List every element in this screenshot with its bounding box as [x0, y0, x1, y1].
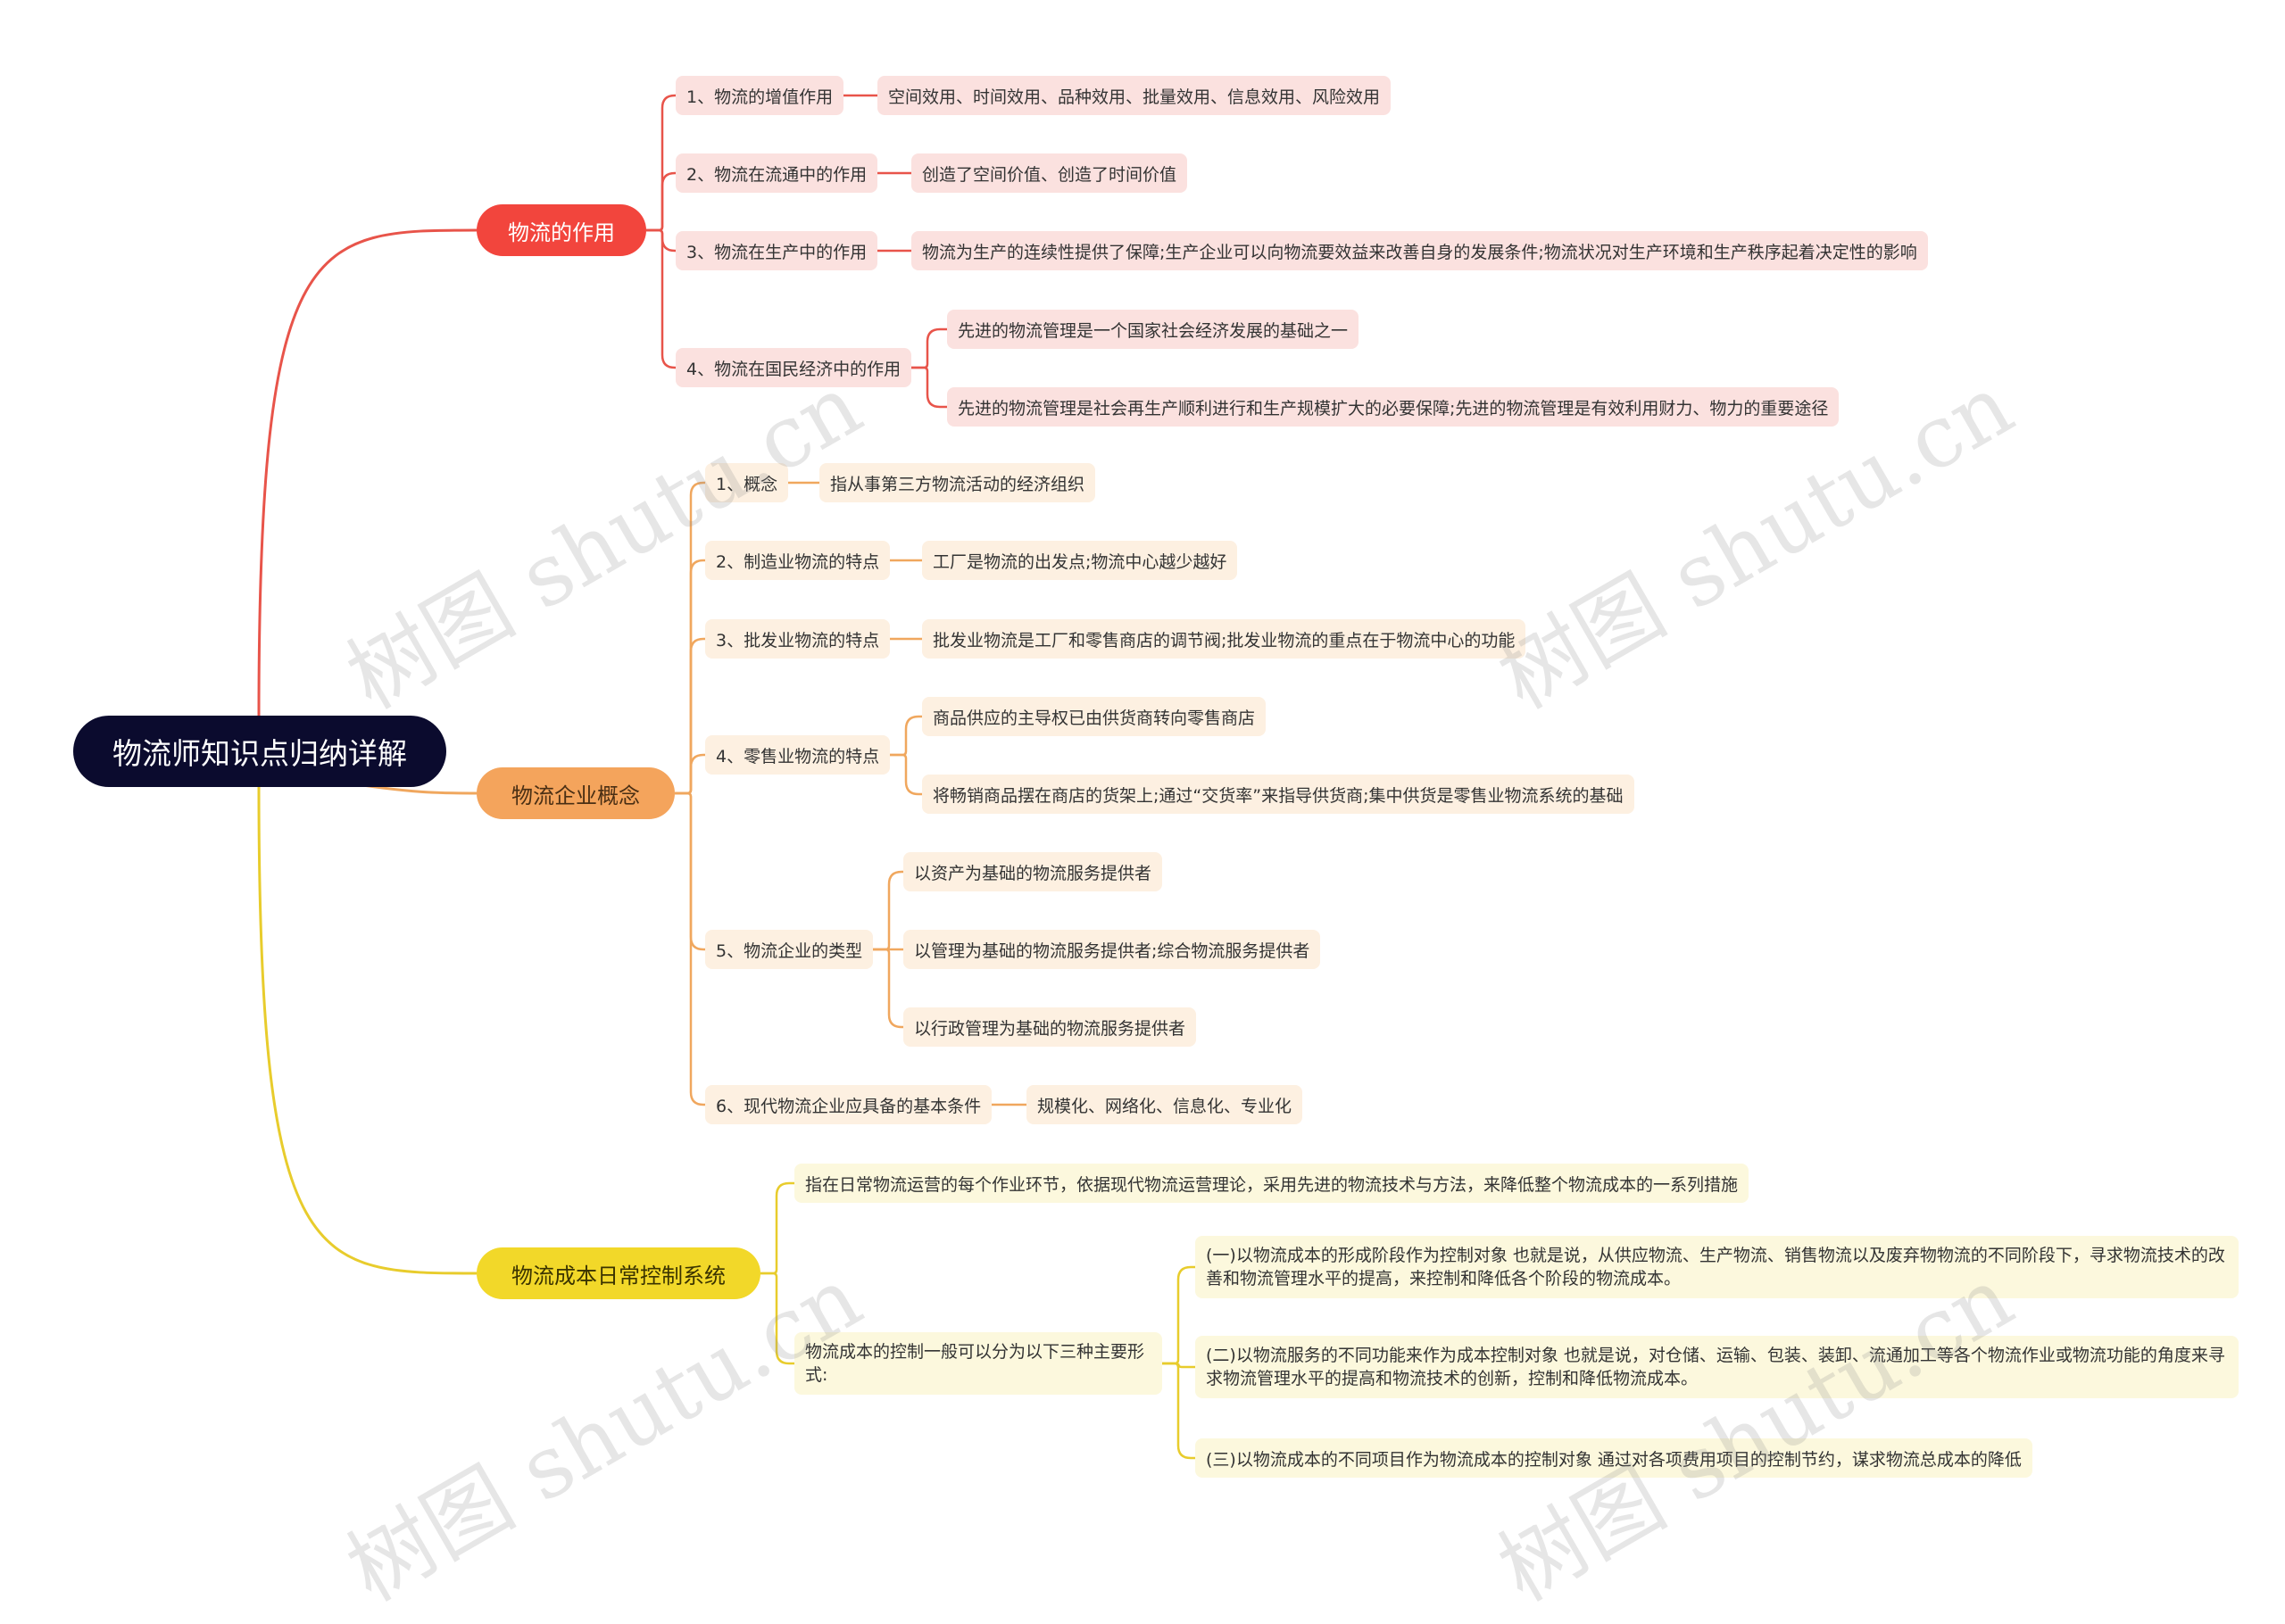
connector-line	[760, 1272, 794, 1365]
connector-line	[890, 753, 922, 796]
leaf-retail-supply[interactable]: 商品供应的主导权已由供货商转向零售商店	[922, 697, 1267, 736]
connector-line	[1162, 1362, 1195, 1460]
leaf-wholesale-feature[interactable]: 批发业物流是工厂和零售商店的调节阀;批发业物流的重点在于物流中心的功能	[922, 619, 1526, 659]
sub-topic-value-added[interactable]: 1、物流的增值作用	[676, 76, 844, 115]
leaf-production-role[interactable]: 物流为生产的连续性提供了保障;生产企业可以向物流要效益来改善自身的发展条件;物流…	[911, 231, 1928, 270]
connector-line	[911, 327, 947, 369]
leaf-concept-definition[interactable]: 指从事第三方物流活动的经济组织	[819, 463, 1096, 502]
connector-lines	[257, 94, 1195, 1460]
connector-line	[1162, 1265, 1195, 1365]
sub-topic-manufacturing[interactable]: 2、制造业物流的特点	[705, 541, 891, 580]
leaf-cost-form-function[interactable]: (二)以物流服务的不同功能来作为成本控制对象 也就是说，对仓储、运输、包装、装卸…	[1195, 1336, 2239, 1398]
leaf-economy-guarantee[interactable]: 先进的物流管理是社会再生产顺利进行和生产规模扩大的必要保障;先进的物流管理是有效…	[947, 387, 1840, 427]
connector-line	[646, 228, 676, 369]
leaf-cost-form-stage[interactable]: (一)以物流成本的形成阶段作为控制对象 也就是说，从供应物流、生产物流、销售物流…	[1195, 1236, 2239, 1298]
connector-line	[760, 1181, 794, 1275]
leaf-economy-foundation[interactable]: 先进的物流管理是一个国家社会经济发展的基础之一	[947, 310, 1359, 349]
branch-logistics-role[interactable]: 物流的作用	[477, 204, 646, 256]
sub-topic-retail[interactable]: 4、零售业物流的特点	[705, 735, 891, 775]
sub-topic-national-economy[interactable]: 4、物流在国民经济中的作用	[676, 348, 912, 387]
connector-line	[873, 870, 903, 951]
sub-topic-concept[interactable]: 1、概念	[705, 463, 789, 502]
sub-topic-circulation[interactable]: 2、物流在流通中的作用	[676, 153, 878, 193]
branch-enterprise-concept[interactable]: 物流企业概念	[477, 767, 675, 819]
leaf-administration-based[interactable]: 以行政管理为基础的物流服务提供者	[903, 1007, 1197, 1047]
connector-line	[890, 715, 922, 757]
connector-line	[675, 791, 705, 1106]
leaf-cost-form-item[interactable]: (三)以物流成本的不同项目作为物流成本的控制对象 通过对各项费用项目的控制节约，…	[1195, 1438, 2032, 1478]
sub-topic-wholesale[interactable]: 3、批发业物流的特点	[705, 619, 891, 659]
mind-map-canvas: 物流师知识点归纳详解 物流的作用 1、物流的增值作用 空间效用、时间效用、品种效…	[73, 76, 2239, 1620]
connector-line	[911, 366, 947, 409]
root-node[interactable]: 物流师知识点归纳详解	[73, 716, 446, 787]
leaf-retail-shelf[interactable]: 将畅销商品摆在商店的货架上;通过“交货率”来指导供货商;集中供货是零售业物流系统…	[922, 775, 1634, 814]
connector-line	[646, 228, 676, 253]
branch-cost-control[interactable]: 物流成本日常控制系统	[477, 1247, 760, 1299]
sub-topic-cost-definition[interactable]: 指在日常物流运营的每个作业环节，依据现代物流运营理论，采用先进的物流技术与方法，…	[794, 1164, 1749, 1203]
leaf-value-added-effects[interactable]: 空间效用、时间效用、品种效用、批量效用、信息效用、风险效用	[877, 76, 1392, 115]
sub-topic-cost-forms[interactable]: 物流成本的控制一般可以分为以下三种主要形式:	[794, 1332, 1162, 1395]
connector-line	[873, 948, 903, 1029]
leaf-basic-conditions[interactable]: 规模化、网络化、信息化、专业化	[1026, 1085, 1303, 1124]
connector-line	[646, 171, 676, 232]
sub-topic-enterprise-types[interactable]: 5、物流企业的类型	[705, 930, 874, 969]
leaf-asset-based[interactable]: 以资产为基础的物流服务提供者	[903, 852, 1163, 891]
leaf-circulation-value[interactable]: 创造了空间价值、创造了时间价值	[911, 153, 1188, 193]
leaf-management-based[interactable]: 以管理为基础的物流服务提供者;综合物流服务提供者	[903, 930, 1321, 969]
connector-line	[646, 94, 676, 232]
connector-line	[257, 228, 478, 717]
sub-topic-production[interactable]: 3、物流在生产中的作用	[676, 231, 878, 270]
connector-line	[257, 786, 478, 1275]
sub-topic-basic-conditions[interactable]: 6、现代物流企业应具备的基本条件	[705, 1085, 993, 1124]
leaf-manufacturing-feature[interactable]: 工厂是物流的出发点;物流中心越少越好	[922, 541, 1238, 580]
